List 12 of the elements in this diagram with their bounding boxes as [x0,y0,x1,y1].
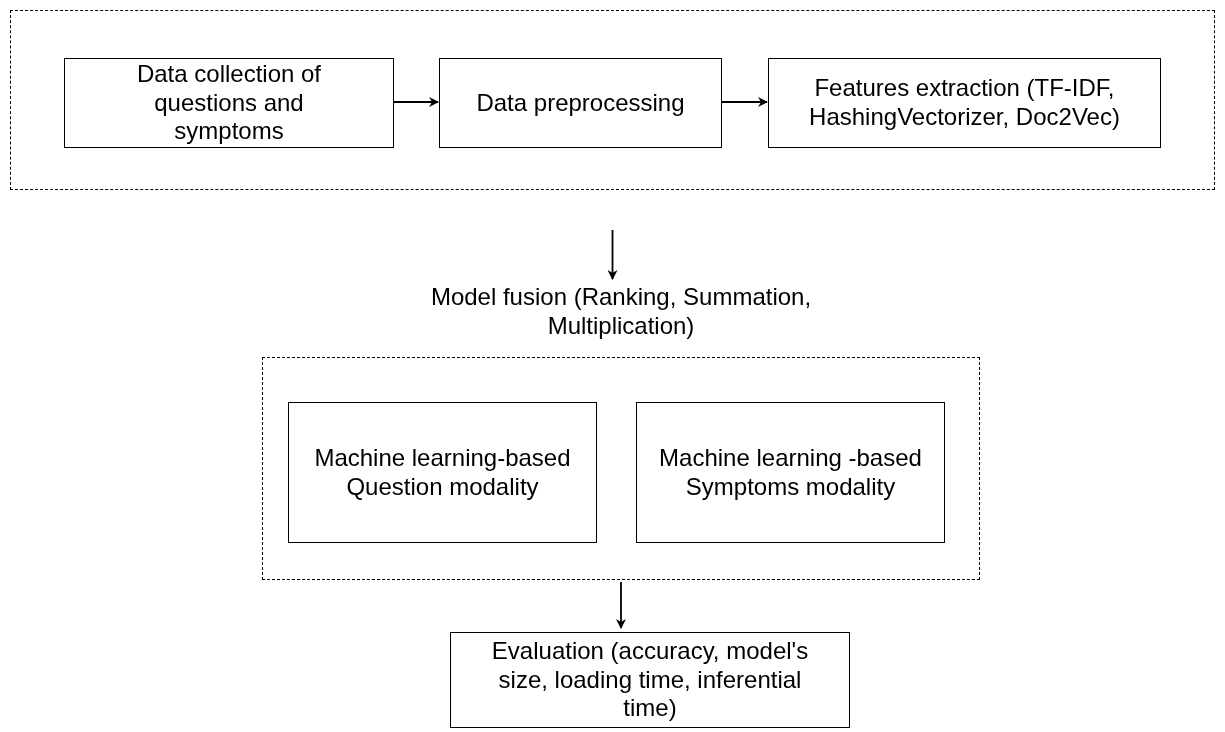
process-box: Data collection of questions and symptoms [64,58,394,148]
process-box: Data preprocessing [439,58,722,148]
process-box: Features extraction (TF-IDF, HashingVectorizer, Doc2Vec) [768,58,1161,148]
arrow [720,97,768,107]
dashed-group-frame [10,10,1215,190]
process-box: Evaluation (accuracy, model's size, loading time, inferential time) [450,632,850,728]
arrow [616,581,626,629]
arrow [392,97,439,107]
arrow [607,229,618,280]
process-box: Machine learning-based Question modality [288,402,597,543]
process-box: Machine learning -based Symptoms modality [636,402,945,543]
group-heading: Model fusion (Ranking, Summation, Multiplication) [429,283,813,341]
